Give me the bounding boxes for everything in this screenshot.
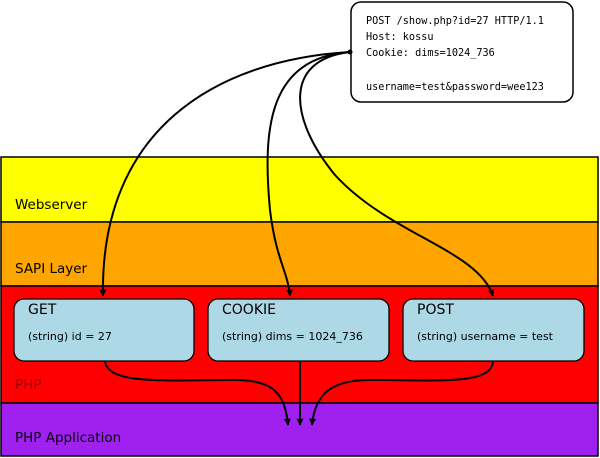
layer-sapi-band: [0, 221, 599, 287]
layer-webserver: Webserver: [0, 156, 599, 223]
layer-webserver-label: Webserver: [15, 197, 88, 213]
http-request-line-1: POST /show.php?id=27 HTTP/1.1: [366, 16, 544, 27]
arrow-request-to-post: [299, 51, 495, 297]
cookie-box-shape: [207, 298, 390, 362]
layer-application: PHP Application: [0, 402, 599, 457]
http-request-line-2: Host: kossu: [366, 32, 433, 43]
arrow-request-to-get: [99, 51, 351, 297]
post-box-title: POST: [417, 302, 454, 318]
post-box: POST (string) username = test: [402, 298, 585, 362]
arrow-post-to-application: [309, 361, 494, 426]
arrow-request-to-cookie: [266, 51, 351, 297]
layer-webserver-band: [0, 156, 599, 223]
http-request-box: POST /show.php?id=27 HTTP/1.1 Host: koss…: [350, 1, 574, 103]
layer-sapi-label: SAPI Layer: [15, 261, 88, 277]
layer-sapi: SAPI Layer: [0, 221, 599, 287]
http-request-line-5: username=test&password=wee123: [366, 82, 544, 93]
get-box: GET (string) id = 27: [13, 298, 195, 362]
get-box-value: (string) id = 27: [28, 330, 112, 343]
post-box-shape: [402, 298, 585, 362]
get-box-shape: [13, 298, 195, 362]
post-box-value: (string) username = test: [417, 330, 554, 343]
cookie-box-value: (string) dims = 1024_736: [222, 330, 363, 343]
get-box-title: GET: [28, 302, 57, 318]
cookie-box: COOKIE (string) dims = 1024_736: [207, 298, 390, 362]
layer-application-label: PHP Application: [15, 430, 121, 446]
http-request-line-3: Cookie: dims=1024_736: [366, 48, 495, 59]
cookie-box-title: COOKIE: [222, 302, 276, 318]
layer-php-label: PHP: [15, 377, 41, 393]
request-connector-dot: [347, 49, 353, 55]
arrow-get-to-application: [104, 361, 291, 426]
